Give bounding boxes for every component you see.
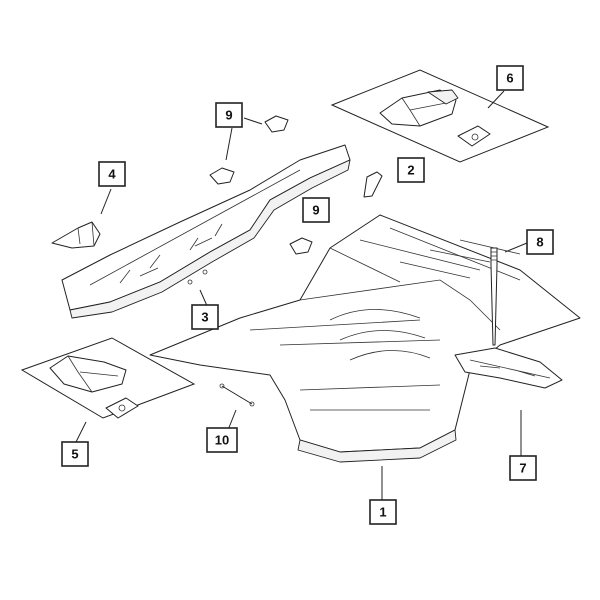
svg-text:2: 2 xyxy=(407,163,414,178)
callout-9-top: 9 xyxy=(215,102,243,128)
callout-5: 5 xyxy=(61,441,89,467)
callout-9-middle: 9 xyxy=(302,197,330,223)
svg-text:4: 4 xyxy=(108,167,116,182)
svg-text:5: 5 xyxy=(71,447,78,462)
part-8-stud xyxy=(490,247,498,346)
callout-10: 10 xyxy=(206,427,238,453)
part-7-rear-rail xyxy=(454,347,563,389)
svg-text:6: 6 xyxy=(506,71,513,86)
part-4-gusset xyxy=(51,221,101,249)
svg-text:1: 1 xyxy=(379,505,386,520)
svg-text:9: 9 xyxy=(312,203,319,218)
svg-text:3: 3 xyxy=(201,310,208,325)
callout-6: 6 xyxy=(496,65,524,91)
part-5-inset-panel xyxy=(20,337,196,419)
part-6-inset-panel xyxy=(330,69,550,163)
svg-text:9: 9 xyxy=(225,108,232,123)
part-2-block xyxy=(363,171,383,198)
svg-text:7: 7 xyxy=(519,461,526,476)
callout-3: 3 xyxy=(191,304,219,330)
callout-8: 8 xyxy=(526,229,554,255)
callout-7: 7 xyxy=(509,455,537,481)
callout-1: 1 xyxy=(369,499,397,525)
svg-text:8: 8 xyxy=(536,235,543,250)
part-9-clips xyxy=(209,115,313,255)
part-3-side-rail xyxy=(61,144,351,319)
svg-text:10: 10 xyxy=(215,433,229,448)
part-10-rod xyxy=(219,383,255,407)
callout-4: 4 xyxy=(98,161,126,187)
callout-2: 2 xyxy=(397,157,425,183)
